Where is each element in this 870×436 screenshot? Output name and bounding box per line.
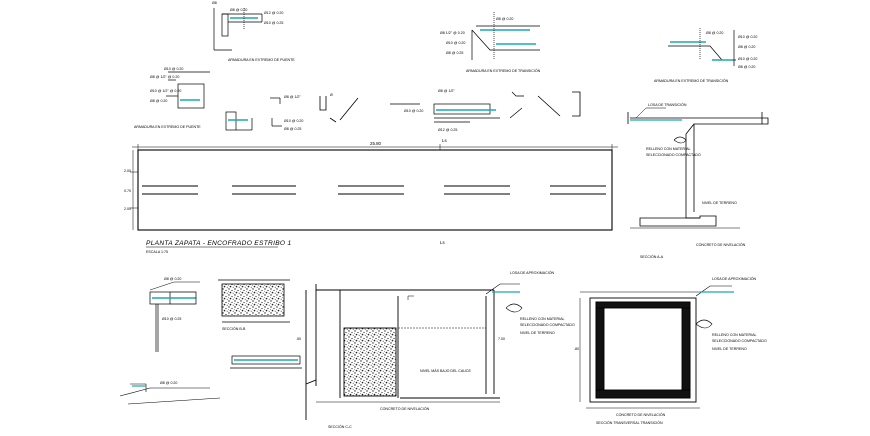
svg-text:Ø8 @ 1/2": Ø8 @ 1/2"	[438, 89, 455, 93]
rebar-detail-top-right: Ø8 @ 0.20 Ø10 @ 0.20 Ø8 @ 0.20 Ø10 @ 0.2…	[668, 28, 757, 69]
svg-text:SELECCIONADO COMPACTADO: SELECCIONADO COMPACTADO	[646, 153, 701, 157]
svg-text:Ø8 @ 1/2": Ø8 @ 1/2"	[284, 95, 301, 99]
rebar-detail-hooks	[537, 91, 581, 117]
svg-text:LOSA DE TRANSICIÓN: LOSA DE TRANSICIÓN	[648, 102, 687, 107]
svg-text:Ø8 @ 0.20: Ø8 @ 0.20	[738, 45, 755, 49]
svg-text:Ø10 @ 0.20: Ø10 @ 0.20	[738, 57, 757, 61]
svg-text:CONCRETO DE NIVELACIÓN: CONCRETO DE NIVELACIÓN	[696, 242, 746, 247]
svg-text:Ø10 @ 0.20: Ø10 @ 0.20	[446, 41, 465, 45]
svg-text:7.00: 7.00	[498, 337, 505, 341]
section-caption-3: SECCIÓN C-C	[328, 424, 352, 429]
svg-text:Ø8 @ 1/2" @ 0.20: Ø8 @ 1/2" @ 0.20	[150, 75, 179, 79]
svg-text:Ø8 @ 0.20: Ø8 @ 0.20	[496, 17, 513, 21]
svg-text:RELLENO CON MATERIAL: RELLENO CON MATERIAL	[646, 147, 690, 151]
svg-text:Ø8 @ 0.25: Ø8 @ 0.25	[446, 51, 463, 55]
abutment-section-center: LOSA DE APROXIMACIÓN RELLENO CON MATERIA…	[296, 270, 575, 420]
svg-text:Ø: Ø	[330, 93, 333, 97]
svg-text:NIVEL DE TERRENO: NIVEL DE TERRENO	[712, 347, 747, 351]
rebar-detail-small-left	[225, 111, 253, 131]
svg-text:Ø10 @ 0.20: Ø10 @ 0.20	[284, 119, 303, 123]
svg-text:Ø8 @ 0.25: Ø8 @ 0.25	[284, 127, 301, 131]
svg-text:.80: .80	[574, 347, 579, 351]
svg-text:RELLENO CON MATERIAL: RELLENO CON MATERIAL	[520, 317, 564, 321]
detail-caption-4: ARMADURA EN EXTREMO DE TRANSICIÓN	[654, 78, 729, 83]
rebar-detail-mid-left: Ø10 @ 0.20 Ø8 @ 1/2" @ 0.20 Ø10 @ 1/2" @…	[150, 67, 210, 109]
svg-text:Ø8 1/2" @ 0.20: Ø8 1/2" @ 0.20	[440, 31, 465, 35]
svg-text:Ø10 @ 0.25: Ø10 @ 0.25	[264, 21, 283, 25]
svg-text:Ø8 @ 0.20: Ø8 @ 0.20	[230, 8, 247, 12]
svg-text:Ø8: Ø8	[212, 1, 217, 5]
detail-caption-1: ARMADURA EN EXTREMO DE PUENTE	[228, 58, 295, 62]
svg-text:Ø10 @ 1/2" @ 0.20: Ø10 @ 1/2" @ 0.20	[150, 89, 181, 93]
plan-dim-left-3: 2.00	[124, 207, 131, 211]
svg-text:Ø10 @ 0.20: Ø10 @ 0.20	[738, 35, 757, 39]
svg-text:.50: .50	[296, 337, 301, 341]
svg-text:LOSA DE APROXIMACIÓN: LOSA DE APROXIMACIÓN	[712, 276, 757, 281]
plan-length-dimension: 25.80	[370, 141, 382, 146]
svg-text:RELLENO CON MATERIAL: RELLENO CON MATERIAL	[712, 333, 756, 337]
rebar-detail-top-left: Ø8 @ 0.20 Ø12 @ 0.20 Ø10 @ 0.25 Ø8	[212, 1, 283, 51]
svg-text:CONCRETO DE NIVELACIÓN: CONCRETO DE NIVELACIÓN	[616, 412, 666, 417]
section-caption-1: SECCIÓN A-A	[640, 254, 664, 259]
bottom-detail-ground: Ø8 @ 0.20	[119, 381, 221, 405]
section-caption-2: SECCIÓN B-B	[222, 326, 246, 331]
svg-text:LOSA DE APROXIMACIÓN: LOSA DE APROXIMACIÓN	[510, 270, 555, 275]
plan-title: PLANTA ZAPATA - ENCOFRADO ESTRIBO 1	[146, 240, 291, 247]
abutment-section-right: LOSA DE TRANSICIÓN RELLENO CON MATERIAL …	[627, 102, 769, 247]
footing-plan-view	[130, 144, 618, 231]
detail-caption-3: ARMADURA EN EXTREMO DE TRANSICIÓN	[466, 68, 541, 73]
svg-text:Ø8 @ 0.20: Ø8 @ 0.20	[160, 381, 177, 385]
plan-scale: ESCALA 1:75	[146, 250, 168, 254]
plan-dim-left-2: 0.70	[124, 189, 131, 193]
svg-text:SELECCIONADO COMPACTADO: SELECCIONADO COMPACTADO	[520, 323, 575, 327]
plan-dim-left-1: 2.00	[124, 169, 131, 173]
rebar-detail-top-center: Ø8 @ 0.20 Ø8 1/2" @ 0.20 Ø10 @ 0.20 Ø8 @…	[440, 12, 540, 60]
svg-text:Ø12 @ 0.20: Ø12 @ 0.20	[264, 11, 283, 15]
section-caption-4: SECCIÓN TRANSVERSAL TRANSICIÓN	[596, 420, 663, 425]
bottom-detail-beam	[230, 355, 302, 369]
svg-text:Ø10 @ 0.20: Ø10 @ 0.20	[164, 67, 183, 71]
detail-caption-2: ARMADURA EN EXTREMO DE PUENTE	[134, 125, 201, 129]
svg-text:CONCRETO DE NIVELACIÓN: CONCRETO DE NIVELACIÓN	[380, 406, 430, 411]
rebar-detail-bent-bars: Ø	[319, 93, 359, 123]
svg-text:Ø8 @ 0.20: Ø8 @ 0.20	[706, 31, 723, 35]
svg-text:Ø8 @ 0.20: Ø8 @ 0.20	[738, 65, 755, 69]
rebar-detail-small-center: Ø8 @ 1/2" Ø10 @ 0.20 Ø8 @ 0.25	[270, 95, 303, 131]
svg-text:NIVEL DE TERRENO: NIVEL DE TERRENO	[702, 201, 737, 205]
svg-text:Ø10 @ 0.25: Ø10 @ 0.25	[162, 317, 181, 321]
svg-text:Ø10 @ 0.20: Ø10 @ 0.20	[404, 109, 423, 113]
rebar-detail-beam: Ø8 @ 1/2" Ø10 @ 0.20 Ø12 @ 0.25	[390, 89, 524, 132]
transition-section-right: LOSA DE APROXIMACIÓN RELLENO CON MATERIA…	[574, 276, 767, 417]
bottom-detail-gravel-block	[218, 279, 290, 323]
section-axis-top: Ls	[442, 138, 447, 143]
svg-text:NIVEL MÁS BAJO DEL CAUCE: NIVEL MÁS BAJO DEL CAUCE	[420, 369, 471, 373]
svg-text:NIVEL DE TERRENO: NIVEL DE TERRENO	[520, 331, 555, 335]
svg-text:SELECCIONADO COMPACTADO: SELECCIONADO COMPACTADO	[712, 339, 767, 343]
section-axis-bottom: Ls	[440, 240, 445, 245]
bottom-detail-rebar: Ø8 @ 0.20 Ø10 @ 0.25	[149, 277, 200, 352]
svg-text:Ø8 @ 0.20: Ø8 @ 0.20	[150, 99, 167, 103]
svg-text:Ø12 @ 0.25: Ø12 @ 0.25	[438, 128, 457, 132]
svg-text:Ø8 @ 0.20: Ø8 @ 0.20	[164, 277, 181, 281]
